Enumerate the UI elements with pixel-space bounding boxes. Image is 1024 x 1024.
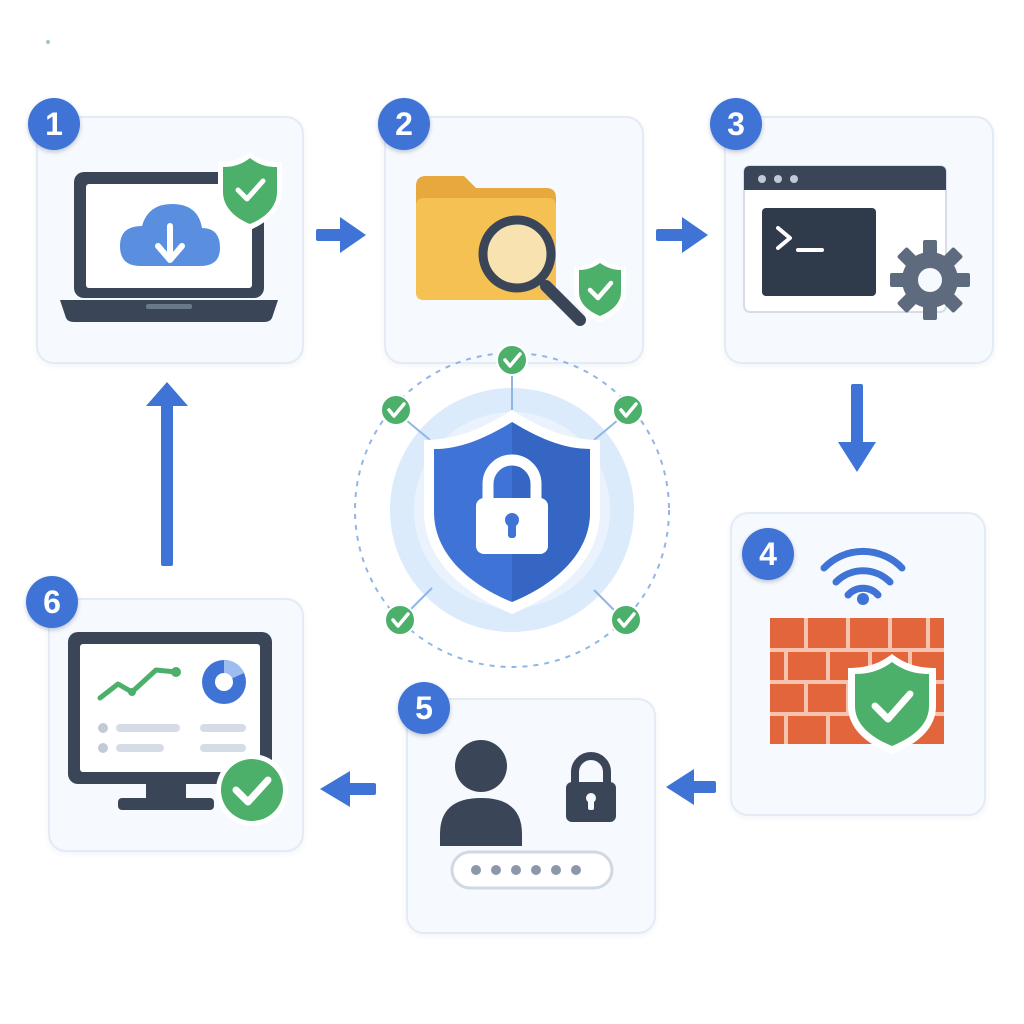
laptop-cloud-download-icon xyxy=(60,152,282,322)
arrow-1-to-2 xyxy=(316,217,366,253)
orbit-check-lower-left xyxy=(384,604,416,636)
step-badge-2: 2 xyxy=(378,98,430,150)
step-badge-1: 1 xyxy=(28,98,80,150)
shield-lock-icon xyxy=(424,410,600,614)
arrow-6-to-1 xyxy=(146,382,188,566)
arrow-4-to-5 xyxy=(666,769,716,805)
corner-dot xyxy=(46,40,50,44)
terminal-settings-icon xyxy=(743,165,970,320)
password-field-icon xyxy=(450,850,614,890)
step-badge-5: 5 xyxy=(398,682,450,734)
orbit-check-top xyxy=(496,344,528,376)
gear-icon xyxy=(890,240,970,320)
arrow-3-to-4 xyxy=(838,384,876,472)
folder-search-icon xyxy=(416,176,626,326)
pie-chart-icon xyxy=(202,660,246,704)
step-badge-4: 4 xyxy=(742,528,794,580)
orbit-check-upper-right xyxy=(612,394,644,426)
arrow-2-to-3 xyxy=(656,217,708,253)
orbit-check-upper-left xyxy=(380,394,412,426)
user-password-lock-icon xyxy=(440,740,616,890)
arrow-5-to-6 xyxy=(320,771,376,807)
lock-icon xyxy=(566,752,616,822)
monitor-analytics-check-icon xyxy=(68,632,288,826)
step-badge-6: 6 xyxy=(26,576,78,628)
firewall-wifi-icon xyxy=(770,547,944,754)
orbit-check-lower-right xyxy=(610,604,642,636)
center-shield-group xyxy=(354,344,670,668)
step-badge-3: 3 xyxy=(710,98,762,150)
wifi-icon xyxy=(820,547,906,599)
